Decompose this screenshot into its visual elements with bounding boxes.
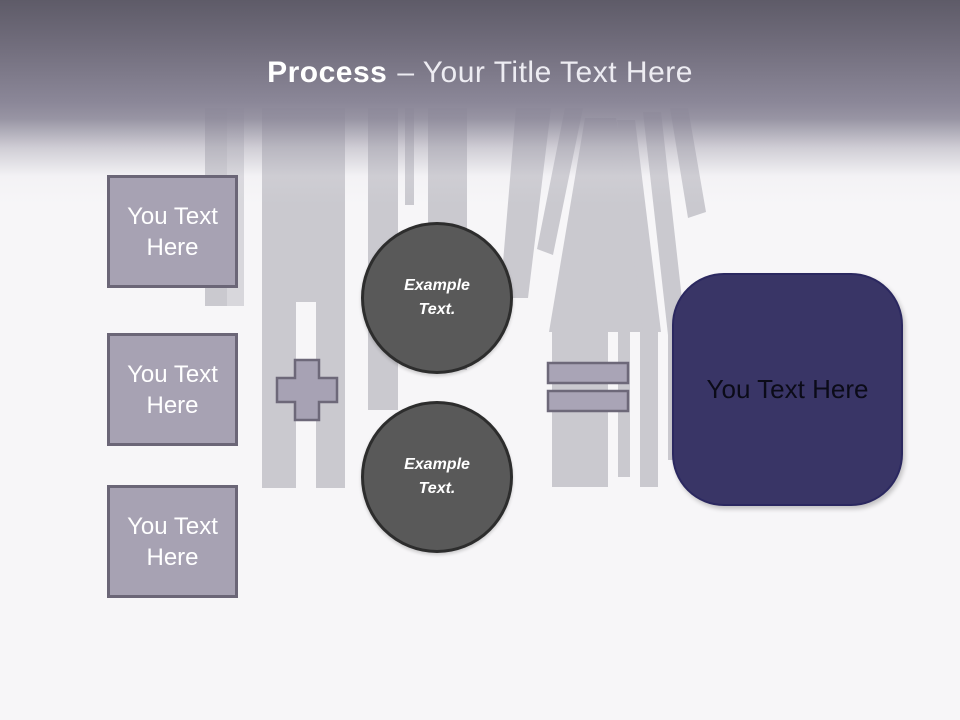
example-circle-1-label: Example Text. [404, 277, 470, 318]
result-box-label: You Text Here [706, 374, 869, 404]
input-box-2[interactable]: You Text Here [107, 333, 238, 446]
input-box-3-label: You Text Here [127, 512, 218, 571]
input-box-1[interactable]: You Text Here [107, 175, 238, 288]
example-circle-2[interactable]: Example Text. [361, 401, 513, 553]
example-circle-1[interactable]: Example Text. [361, 222, 513, 374]
title-bar [0, 0, 960, 205]
title-emphasis: Process [267, 56, 388, 89]
slide-title: Process – Your Title Text Here [0, 56, 960, 90]
input-box-3[interactable]: You Text Here [107, 485, 238, 598]
result-box[interactable]: You Text Here [672, 273, 903, 506]
input-box-1-label: You Text Here [127, 202, 218, 261]
title-subtext: – Your Title Text Here [397, 56, 693, 89]
example-circle-2-label: Example Text. [404, 456, 470, 497]
equals-icon[interactable] [546, 361, 630, 415]
input-box-2-label: You Text Here [127, 360, 218, 419]
plus-icon[interactable] [275, 358, 339, 422]
